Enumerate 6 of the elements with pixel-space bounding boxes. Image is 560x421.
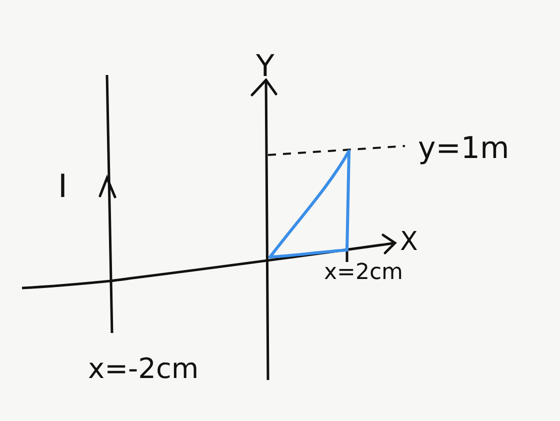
axis-label: X [400, 229, 418, 255]
axis-label: Y [256, 52, 274, 82]
axis-label: y=1m [418, 134, 510, 164]
axis-label: I [58, 170, 68, 202]
axis-label: x=-2cm [88, 355, 199, 383]
axis-label: x=2cm [324, 262, 403, 284]
